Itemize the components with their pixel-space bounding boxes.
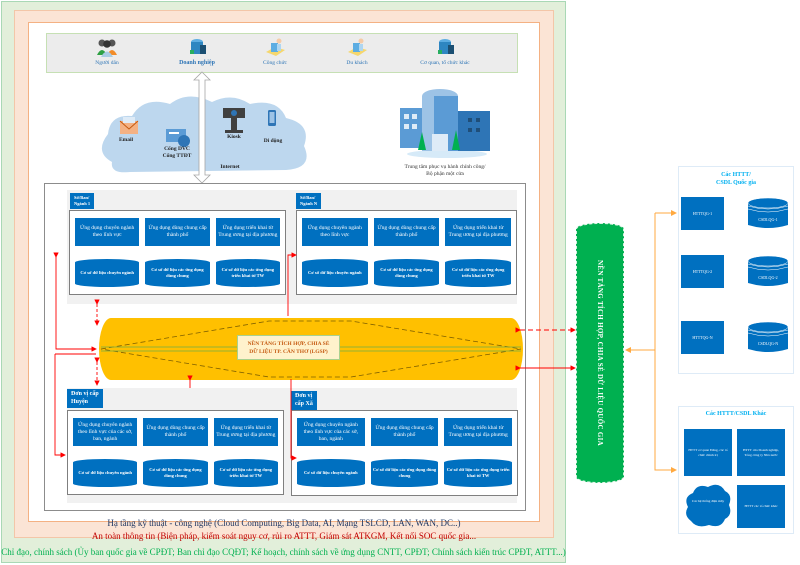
unit-tag-commune: Đơn vị cấp Xã (291, 391, 317, 410)
tourist-icon (348, 38, 367, 56)
officer-icon (266, 38, 285, 56)
database-box: Cơ sở dữ liệu chuyên ngành (302, 259, 368, 287)
actor-label: Cơ quan, tổ chức khác (420, 60, 470, 66)
national-db-label: CSDLQG-1 (758, 217, 777, 222)
national-platform-label: NỀN TẢNG TÍCH HỢP, CHIA SẺ DỮ LIỆU QUỐC … (596, 260, 604, 446)
national-db-label: CSDLQG-N (758, 341, 778, 346)
national-db-1: CSDLQG-1 (747, 197, 789, 231)
database-cylinder-icon: CSDLQG-N (747, 321, 789, 352)
app-box: Ứng dụng chuyên ngành theo lĩnh vực (302, 218, 368, 246)
unit-tag-district: Đơn vị cấp Huyện (67, 389, 103, 408)
channel-email: Email (118, 137, 134, 143)
database-box: Cơ sở dữ liệu các ứng dụng triển khai từ… (215, 259, 280, 287)
other-systems-panel: Các HTTT/CSDL Khác HTTT cơ quan Đảng, cá… (678, 406, 794, 534)
national-panel-title: Các HTTT/ CSDL Quốc gia (715, 172, 756, 186)
app-box: Ứng dụng triển khai từ Trung ương tại đị… (445, 218, 511, 246)
database-cylinder-icon: CSDLQG-1 (747, 197, 789, 228)
unit-tag-dept-n: Sở/Ban/ Ngành N (296, 193, 322, 209)
database-box: Cơ sở dữ liệu các ứng dụng dùng chung (373, 259, 440, 287)
building-icon (190, 39, 206, 54)
cloud-systems-label: Các hệ thống điện mây (691, 499, 725, 503)
arrow-ngsp-other (654, 213, 677, 473)
national-system-n: HTTTQG-N (681, 321, 724, 354)
database-cylinder-icon: CSDLQG-2 (747, 255, 789, 286)
actor-label: Doanh nghiệp (179, 60, 215, 66)
actor-label: Người dân (95, 60, 119, 66)
channel-kiosk: Kiosk (227, 134, 241, 140)
database-box: Cơ sở dữ liệu các ứng dụng triển khai từ… (445, 259, 511, 287)
app-box: Ứng dụng chuyên ngành theo lĩnh vực (75, 218, 140, 246)
other-system-orgs: HTTT các tổ chức khác (737, 485, 785, 528)
mobile-icon (268, 110, 276, 126)
national-db-label: CSDLQG-2 (758, 275, 777, 280)
app-box: Ứng dụng triển khai từ Trung ương tại đị… (215, 218, 280, 246)
channel-portal: Cổng DVC Cổng TTĐT (162, 146, 192, 159)
people-icon (97, 39, 117, 57)
unit-tag-dept-1: Sở/Ban/ Ngành 1 (70, 193, 95, 209)
app-box: Ứng dụng chuyên ngành theo lĩnh vực của … (297, 418, 365, 446)
app-box: Ứng dụng dùng chung cấp thành phố (145, 218, 210, 246)
actor-citizen: Người dân (67, 37, 147, 67)
app-box: Ứng dụng dùng chung cấp thành phố (373, 218, 440, 246)
channel-mobile: Di động (263, 138, 283, 144)
actor-label: Du khách (346, 60, 368, 66)
actor-bar: Người dân Doanh nghiệp Công chức Du khác… (46, 33, 518, 73)
database-box: Cơ sở dữ liệu chuyên ngành (73, 459, 138, 487)
cloud-systems-icon (686, 484, 731, 527)
infrastructure-label: Hạ tầng kỹ thuật - công nghệ (Cloud Comp… (107, 518, 461, 528)
other-system-party: HTTT cơ quan Đảng, các tổ chức chính trị (684, 429, 732, 476)
national-db-2: CSDLQG-2 (747, 255, 789, 289)
policy-label: Chỉ đạo, chính sách (Ủy ban quốc gia về … (1, 547, 566, 557)
app-box: Ứng dụng dùng chung cấp thành phố (143, 418, 208, 446)
app-box: Ứng dụng chuyên ngành theo lĩnh vực của … (73, 418, 138, 446)
portal-icon (166, 129, 190, 147)
service-center-building-icon (400, 89, 490, 158)
other-panel-title: Các HTTT/CSDL Khác (705, 411, 767, 417)
database-box: Cơ sở dữ liệu chuyên ngành (297, 459, 365, 487)
service-center-label: Trung tâm phục vụ hành chính công/ Bộ ph… (404, 164, 486, 177)
internet-double-arrow (193, 71, 211, 184)
app-box: Ứng dụng triển khai từ Trung ương tại đị… (444, 418, 512, 446)
organization-icon (438, 39, 454, 54)
channel-internet: Internet (220, 164, 240, 170)
database-box: Cơ sở dữ liệu các ứng dụng triển khai từ… (213, 459, 278, 487)
actor-business: Doanh nghiệp (157, 37, 237, 67)
national-db-n: CSDLQG-N (747, 321, 789, 355)
app-box: Ứng dụng triển khai từ Trung ương tại đị… (213, 418, 278, 446)
email-icon (119, 117, 139, 134)
database-box: Cơ sở dữ liệu các ứng dụng dùng chung (143, 459, 208, 487)
other-system-enterprise: HTTT của Doanh nghiệp, Tổng công ty Nhà … (737, 429, 785, 476)
security-label: An toàn thông tin (Biện pháp, kiểm soát … (91, 531, 477, 541)
lgsp-label: NỀN TẢNG TÍCH HỢP, CHIA SẺ DỮ LIỆU TP. C… (237, 335, 340, 360)
national-system-2: HTTTQG-2 (681, 255, 724, 288)
actor-organization: Cơ quan, tổ chức khác (395, 37, 495, 67)
database-box: Cơ sở dữ liệu các ứng dụng dùng chung (370, 459, 439, 487)
database-box: Cơ sở dữ liệu các ứng dụng triển khai từ… (444, 459, 512, 487)
actor-officer: Công chức (235, 37, 315, 67)
database-box: Cơ sở dữ liệu các ứng dụng dùng chung (145, 259, 210, 287)
app-box: Ứng dụng dùng chung cấp thành phố (370, 418, 439, 446)
actor-label: Công chức (263, 60, 287, 66)
database-box: Cơ sở dữ liệu chuyên ngành (75, 259, 140, 287)
national-systems-panel: Các HTTT/ CSDL Quốc gia HTTTQG-1 HTTTQG-… (678, 166, 794, 374)
national-platform: NỀN TẢNG TÍCH HỢP, CHIA SẺ DỮ LIỆU QUỐC … (576, 223, 624, 483)
national-system-1: HTTTQG-1 (681, 197, 724, 230)
kiosk-icon (223, 108, 245, 133)
actor-tourist: Du khách (317, 37, 397, 67)
